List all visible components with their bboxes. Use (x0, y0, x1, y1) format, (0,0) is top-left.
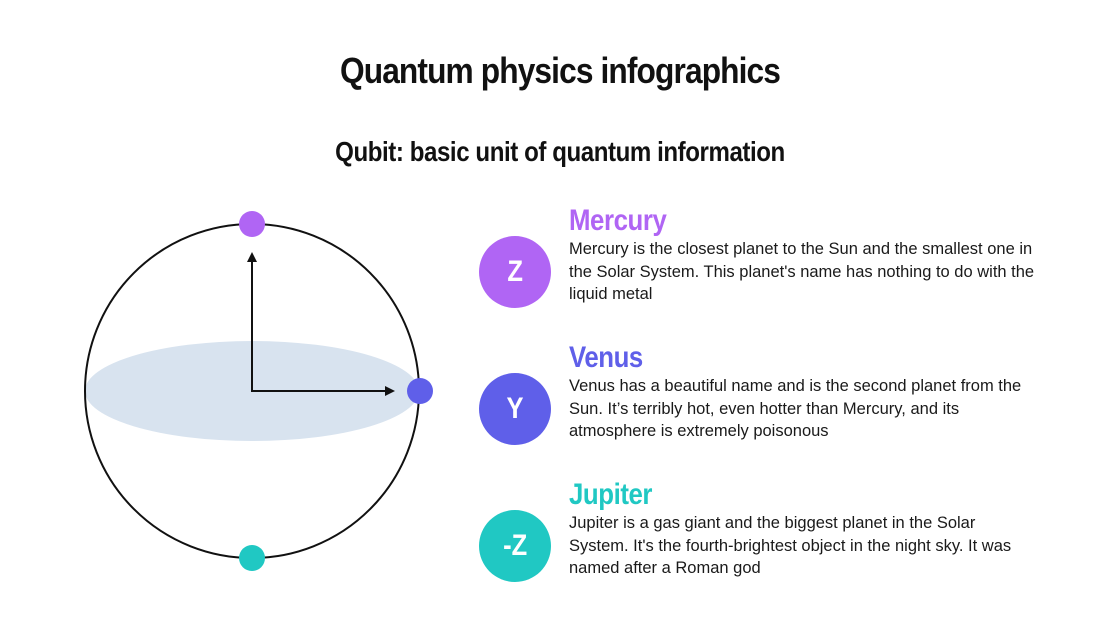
item-venus: Y Venus Venus has a beautiful name and i… (479, 341, 1099, 477)
y-badge: Y (479, 373, 551, 445)
item-description: Mercury is the closest planet to the Sun… (569, 240, 1035, 303)
item-heading: Mercury (569, 204, 667, 237)
item-description: Jupiter is a gas giant and the biggest p… (569, 514, 1012, 577)
page-subtitle: Qubit: basic unit of quantum information (335, 136, 785, 167)
item-jupiter: -Z Jupiter Jupiter is a gas giant and th… (479, 478, 1099, 614)
item-description: Venus has a beautiful name and is the se… (569, 377, 1022, 440)
z-point (239, 211, 265, 237)
y-point (407, 378, 433, 404)
z-badge: Z (479, 236, 551, 308)
page-title: Quantum physics infographics (339, 50, 781, 91)
minus-z-point (239, 545, 265, 571)
minus-z-badge: -Z (479, 510, 551, 582)
item-heading: Venus (569, 341, 643, 374)
item-mercury: Z Mercury Mercury is the closest planet … (479, 204, 1099, 340)
item-heading: Jupiter (569, 478, 653, 511)
